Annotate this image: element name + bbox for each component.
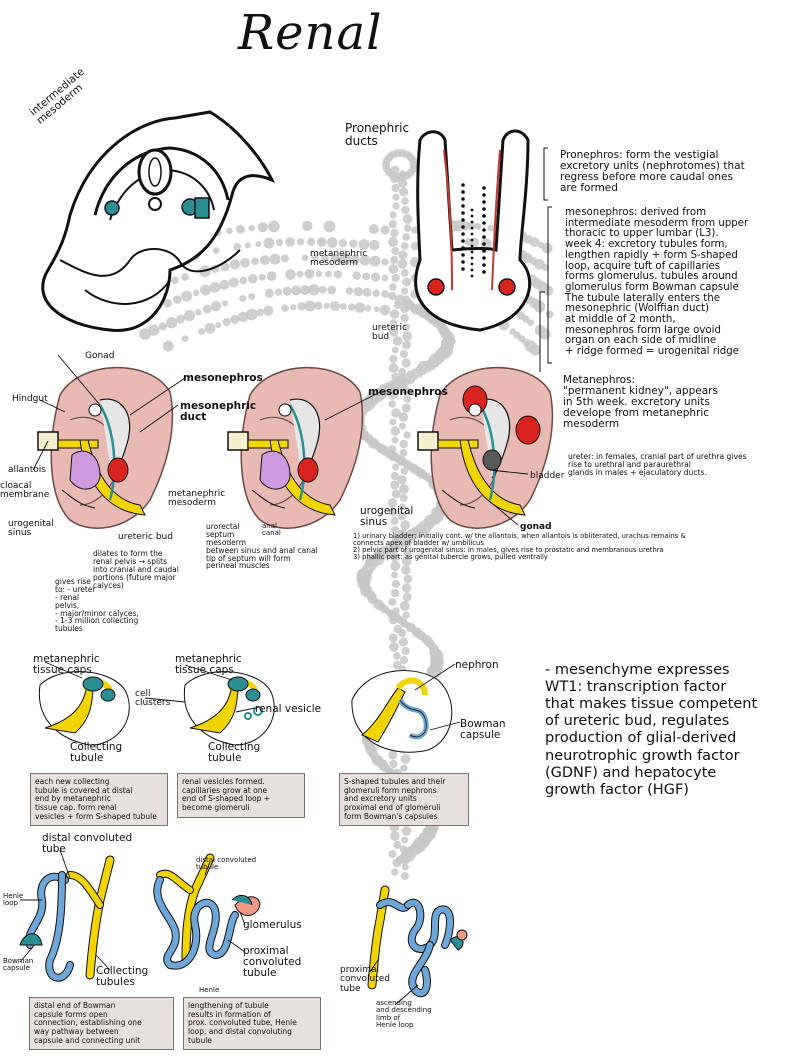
gives-rise-note: gives rise to: - ureter - renal pelvis, … bbox=[55, 578, 165, 633]
ureteric-bud-label-top: ureteric bud bbox=[372, 324, 407, 343]
b2-proximal-label: proximal convoluted tubule bbox=[243, 946, 301, 979]
urogenital-sinus-label-2: urogenital sinus bbox=[360, 506, 413, 528]
b3-henle-label: ascending and descending limb of Henle l… bbox=[376, 1000, 432, 1029]
nephron-stage-drawings bbox=[39, 662, 460, 752]
ureter-note: ureter: in females, cranial part of uret… bbox=[568, 453, 794, 477]
mesonephros-note: mesonephros: derived from intermediate m… bbox=[565, 208, 793, 358]
s2-cell-label: cell clusters bbox=[135, 690, 170, 709]
b1-distal-label: distal convoluted tube bbox=[42, 833, 132, 855]
s2-box: renal vesicles formed. capillaries grow … bbox=[177, 773, 305, 818]
bladder-label: bladder bbox=[530, 472, 564, 481]
s2-caps-label: metanephric tissue caps bbox=[175, 654, 242, 676]
b1-box: distal end of Bowman capsule forms open … bbox=[29, 997, 174, 1050]
b2-box: lengthening of tubule results in formati… bbox=[183, 997, 321, 1050]
s1-box: each new collecting tubule is covered at… bbox=[30, 773, 168, 826]
s3-nephron-label: nephron bbox=[455, 660, 499, 671]
b2-glom-label: glomerulus bbox=[243, 920, 302, 931]
ureteric-bud-label: ureteric bud bbox=[118, 533, 173, 542]
metanephros-note: Metanephros: "permanent kidney", appears… bbox=[563, 375, 791, 430]
cloacal-membrane-label: cloacal membrane bbox=[0, 482, 49, 501]
s1-caps-label: metanephric tissue caps bbox=[33, 654, 100, 676]
urogenital-sinus-label: urogenital sinus bbox=[8, 520, 54, 539]
b3-proximal-label: proximal convoluted tube bbox=[340, 966, 390, 994]
hindgut-label: Hindgut bbox=[12, 395, 48, 404]
pronephros-note: Pronephros: form the vestigial excretory… bbox=[560, 150, 792, 194]
embryo-cross-section bbox=[43, 112, 272, 330]
mesonephros-label: mesonephros bbox=[183, 373, 263, 384]
s1-collecting-label: Collecting tubule bbox=[70, 742, 122, 764]
metanephric-mesoderm-label: metanephric mesoderm bbox=[168, 490, 225, 509]
embryo-side-views bbox=[33, 355, 552, 528]
page-title: Renal bbox=[238, 8, 382, 58]
b2-henle-label: Henle bbox=[199, 987, 219, 994]
b2-distal-label: distal convoluted tubule bbox=[196, 857, 256, 872]
s2-collecting-label: Collecting tubule bbox=[208, 742, 260, 764]
wt1-note: - mesenchyme expresses WT1: transcriptio… bbox=[545, 662, 793, 799]
pronephric-ducts-label: Pronephric ducts bbox=[345, 122, 409, 147]
urorectal-note: urorectal septum mesoderm between sinus … bbox=[206, 523, 346, 570]
pronephros-drawing bbox=[416, 131, 530, 330]
allantois-label: allantois bbox=[8, 466, 46, 475]
s2-vesicle-label: renal vesicle bbox=[255, 704, 321, 715]
metanephric-mesoderm-label-top: metanephric mesoderm bbox=[310, 250, 367, 269]
gonad-label-top: Gonad bbox=[85, 352, 114, 361]
b1-collecting-label: Collecting tubules bbox=[96, 966, 148, 988]
urogenital-note: 1) urinary bladder: initially cont. w/ t… bbox=[353, 533, 793, 562]
mesonephric-duct-label: mesonephric duct bbox=[180, 401, 256, 423]
b1-henle-label: Henle loop bbox=[3, 893, 23, 908]
s3-bowman-label: Bowman capsule bbox=[460, 719, 506, 741]
s3-box: S-shaped tubules and their glomeruli for… bbox=[339, 773, 469, 826]
mesonephros-label-2: mesonephros bbox=[368, 387, 448, 398]
b1-bowman-label: Bowman capsule bbox=[3, 958, 33, 973]
